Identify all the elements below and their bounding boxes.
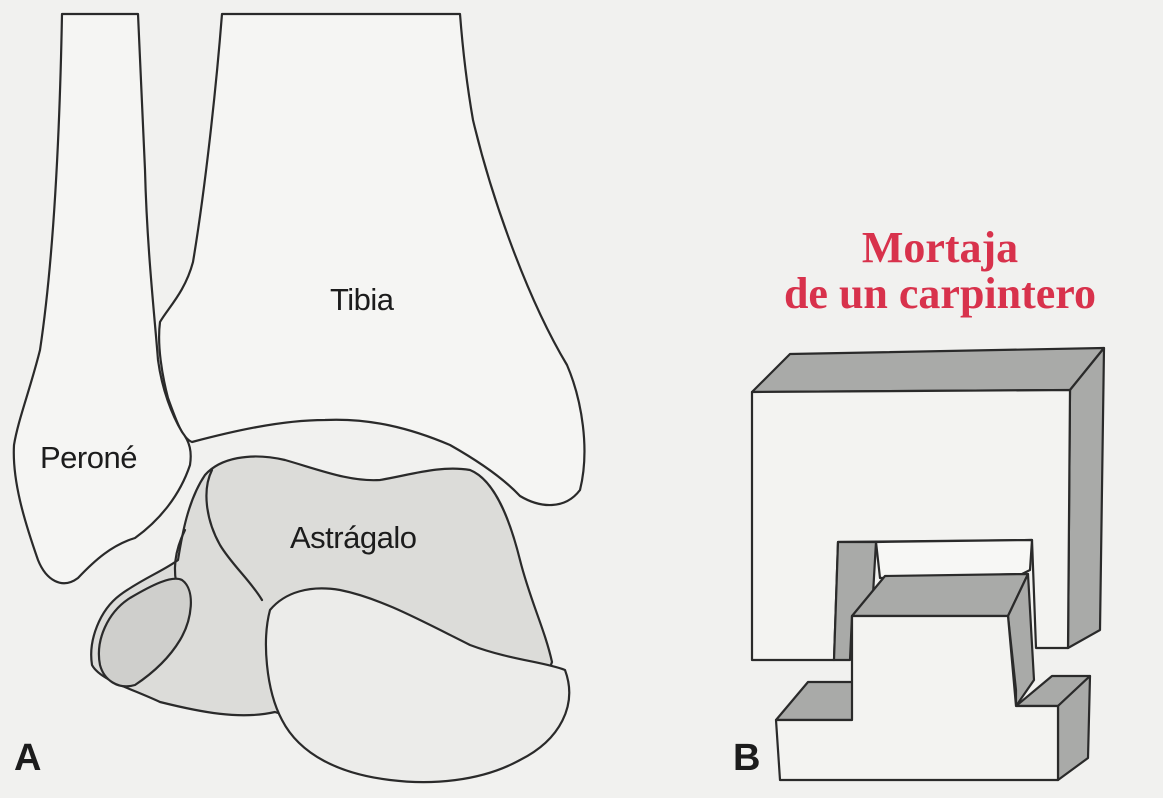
tibia-bone bbox=[159, 14, 584, 505]
talus-label: Astrágalo bbox=[290, 520, 416, 556]
tenon-top-face bbox=[852, 574, 1028, 616]
panel-a-letter: A bbox=[14, 737, 41, 780]
mortise-caption: Mortaja de un carpintero bbox=[740, 225, 1140, 317]
caption-line-1: Mortaja bbox=[740, 225, 1140, 271]
fibula-label: Peroné bbox=[40, 440, 137, 476]
fibula-bone bbox=[14, 14, 191, 583]
tibia-label: Tibia bbox=[330, 282, 394, 318]
panel-b-letter: B bbox=[733, 737, 760, 780]
mortise-right-face bbox=[1068, 348, 1104, 648]
mortise-top-face bbox=[752, 348, 1104, 392]
tenon-base-top-left bbox=[776, 682, 856, 720]
mortise-notch-ceiling bbox=[876, 540, 1032, 578]
caption-line-2: de un carpintero bbox=[740, 271, 1140, 317]
